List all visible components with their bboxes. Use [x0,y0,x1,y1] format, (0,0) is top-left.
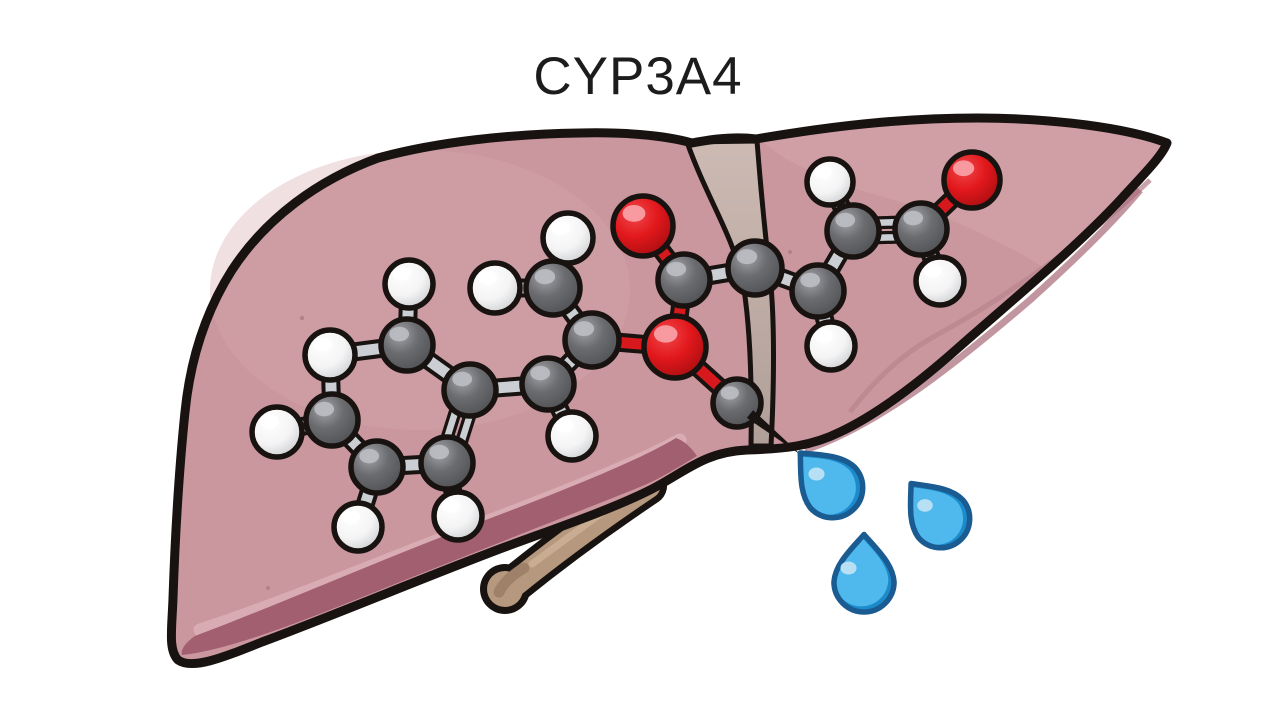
liver-outline [166,113,1172,669]
atom-gloss [313,337,332,352]
atom-H [302,327,358,383]
atom-gloss [814,165,832,179]
atom-gloss [530,365,551,381]
atom-H [540,210,596,266]
atom-C [710,376,764,430]
atom-C [348,438,406,496]
atom-O [941,149,1003,211]
droplet-gloss [917,499,933,512]
atom-O [641,313,709,381]
atom-gloss [534,269,556,285]
atom-gloss [551,220,570,235]
atom-C [655,251,713,309]
atom-C [519,355,577,413]
atom-gloss [478,270,497,285]
atom-H [331,500,385,554]
liver-shadow-band [181,438,697,655]
enzyme-label: CYP3A4 [533,47,742,106]
atom-gloss [429,444,450,460]
atom-C [562,310,622,370]
atom-C [892,200,950,258]
atom-gloss [736,249,758,265]
atom-gloss [392,267,411,281]
atom-gloss [359,448,380,464]
atom-gloss [814,329,833,343]
atom-C [441,361,499,419]
atom-C [303,391,361,449]
atom-H [382,257,436,311]
atom-gloss [952,160,975,177]
atom-gloss [835,212,856,228]
atom-C [523,258,583,318]
atom-H [913,254,967,308]
atom-gloss [341,510,360,524]
molecule-atoms [249,149,1003,554]
atom-H [467,260,523,316]
atom-gloss [666,261,687,277]
droplet-gloss [808,467,825,481]
atom-O [610,193,676,259]
atom-gloss [452,371,473,387]
atom-C [418,434,476,492]
atom-C [789,262,847,320]
water-droplet [831,531,897,615]
atom-H [804,156,856,208]
atom-C [378,316,436,374]
droplet-pointer-line [746,410,801,455]
atom-C [824,202,882,260]
atom-gloss [800,272,821,288]
atom-gloss [555,419,574,433]
atom-gloss [622,205,646,222]
water-droplets [797,450,973,615]
atom-gloss [573,321,595,337]
atom-gloss [923,264,942,278]
atom-H [431,489,485,543]
stem-shadow [493,562,530,598]
atom-H [804,319,858,373]
atom-H [249,404,305,460]
droplet-gloss [840,561,857,575]
drug-molecule [249,149,1003,554]
atom-gloss [389,326,410,342]
pointer-needle [746,410,801,455]
atom-gloss [903,210,924,226]
atom-gloss [653,325,678,343]
atom-gloss [260,414,279,429]
atom-gloss [441,499,460,513]
atom-H [545,409,599,463]
atom-gloss [314,401,335,417]
atom-gloss [720,386,739,400]
atom-C [725,238,785,298]
